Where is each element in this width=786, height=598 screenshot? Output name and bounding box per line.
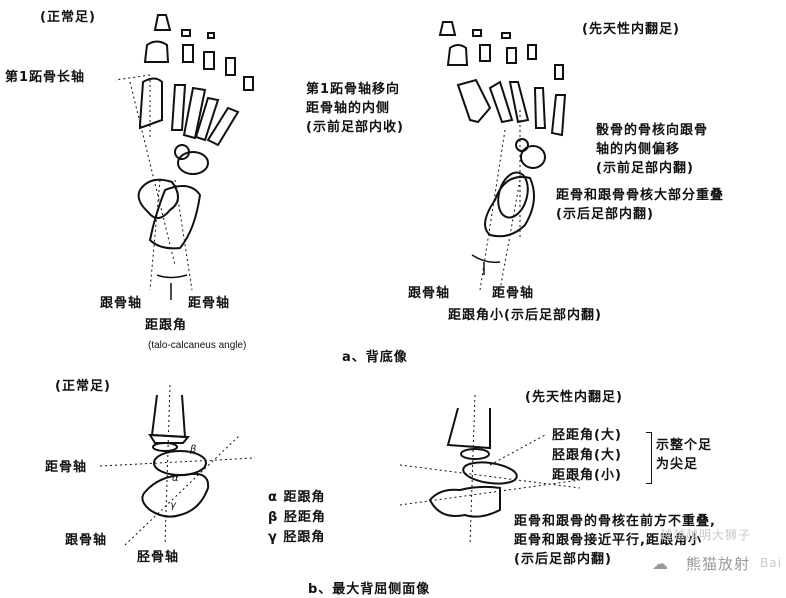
clubfoot-dorsoplantar <box>438 21 567 291</box>
talocalcaneal-angle-english: (talo-calcaneus angle) <box>148 340 247 351</box>
normal-foot-title-b: (正常足) <box>55 379 111 394</box>
talocalcaneal-angle-label: 距跟角 <box>145 318 188 333</box>
beta-label: β <box>189 444 197 455</box>
alpha-label: α <box>172 473 179 484</box>
note1-line1: 第1跖骨轴移向 <box>306 82 401 97</box>
angle-tibiocalcaneal: 胫跟角(大) <box>552 448 622 463</box>
legend-beta: β 胫距角 <box>268 510 326 525</box>
clubfoot-calcaneal-axis-label: 跟骨轴 <box>408 286 451 301</box>
note1-line2: 距骨轴的内侧 <box>306 101 391 116</box>
talar-axis-label: 距骨轴 <box>188 296 231 311</box>
watermark: 熊猫放射 <box>686 555 751 573</box>
note1-line3: (示前足部内收) <box>306 120 404 135</box>
clubfoot-title-a: (先天性内翻足) <box>582 22 680 37</box>
panel-b-caption: b、最大背屈侧面像 <box>308 582 431 597</box>
legend-alpha: α 距跟角 <box>268 490 326 505</box>
clubfoot-talar-axis-label: 距骨轴 <box>492 286 535 301</box>
normal-foot-lateral: β α γ <box>99 384 256 546</box>
panel-a-caption: a、背底像 <box>342 350 408 365</box>
angle-talocalcaneal: 距跟角(小) <box>552 468 622 483</box>
tibial-axis-label: 胫骨轴 <box>137 550 180 565</box>
normal-foot-dorsoplantar <box>114 14 254 300</box>
clubfoot-angle-note: 距跟角小(示后足部内翻) <box>448 308 602 323</box>
bracket <box>646 432 652 484</box>
clubfoot-title-b: (先天性内翻足) <box>525 390 623 405</box>
note3-line2: (示后足部内翻) <box>556 207 654 222</box>
legend-gamma: γ 胫跟角 <box>268 530 326 545</box>
bracket-note-line1: 示整个足 <box>656 438 713 453</box>
faint-watermark: 越越越明大狮子 <box>660 528 752 542</box>
lateral-note-line2: 距骨和跟骨接近平行,距跟角小 <box>514 533 702 548</box>
gamma-label: γ <box>170 500 177 511</box>
normal-foot-title-a: (正常足) <box>40 10 96 25</box>
lateral-note-line3: (示后足部内翻) <box>514 552 612 567</box>
bracket-note-line2: 为尖足 <box>656 457 699 472</box>
calcaneal-axis-label: 跟骨轴 <box>100 296 143 311</box>
lateral-note-line1: 距骨和跟骨的骨核在前方不重叠, <box>514 514 716 529</box>
note2-line2: 轴的内侧偏移 <box>596 142 681 157</box>
faint-watermark-2: Bai <box>760 556 782 570</box>
lateral-talar-axis-label: 距骨轴 <box>45 460 88 475</box>
angle-tibiotalar: 胫距角(大) <box>552 428 622 443</box>
first-metatarsal-axis-label: 第1跖骨长轴 <box>5 70 86 85</box>
clubfoot-lateral <box>399 394 581 546</box>
note2-line1: 骰骨的骨核向跟骨 <box>596 123 709 138</box>
note3-line1: 距骨和跟骨骨核大部分重叠 <box>556 188 725 203</box>
note2-line3: (示前足部内翻) <box>596 161 694 176</box>
wechat-icon: ☁ <box>652 554 669 573</box>
lateral-calcaneal-axis-label: 跟骨轴 <box>65 533 108 548</box>
